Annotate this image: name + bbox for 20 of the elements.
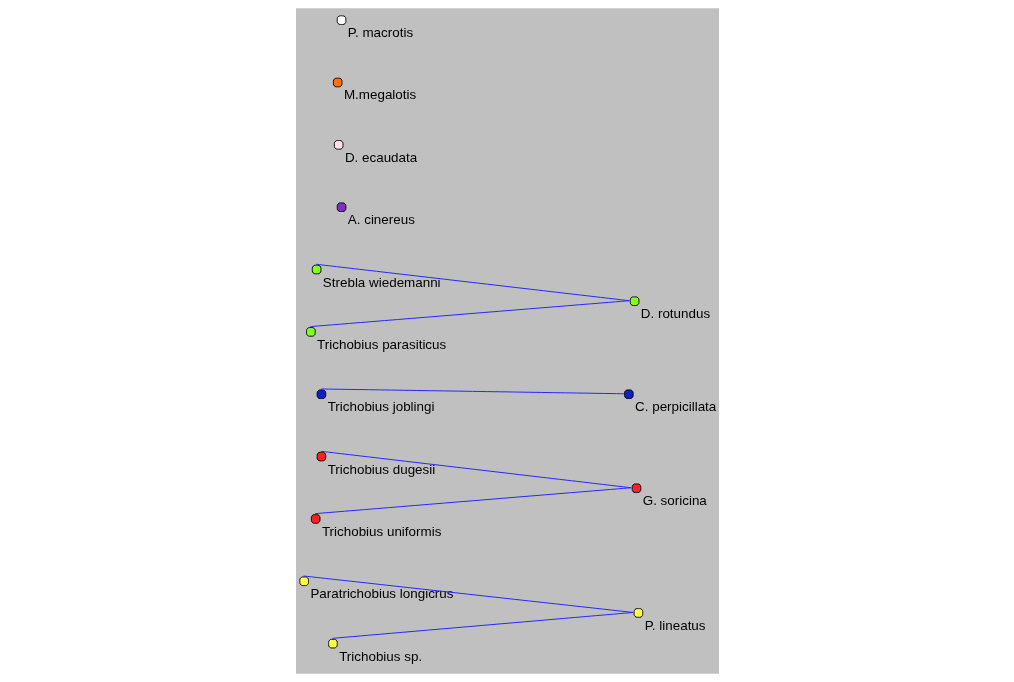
connector — [309, 300, 630, 328]
node-label: A. cinereus — [347, 212, 415, 228]
node-label: D. ecaudata — [344, 149, 417, 165]
node-label: Trichobius dugesii — [327, 461, 435, 477]
node-label: Paratrichobius longicrus — [309, 586, 453, 602]
node-label: M.megalotis — [343, 87, 416, 103]
node-label: Strebla wiedemanni — [322, 274, 441, 290]
node-label: Trichobius sp. — [338, 648, 422, 664]
node-label: Trichobius parasiticus — [316, 336, 446, 352]
connector — [319, 388, 624, 395]
node-label: Trichobius uniformis — [321, 523, 441, 539]
node-label: P. macrotis — [347, 25, 413, 41]
node-label: P. lineatus — [644, 617, 706, 633]
connector — [302, 575, 634, 613]
connector — [331, 611, 634, 639]
node-label: Trichobius joblingi — [327, 399, 434, 415]
node-label: C. perpicillata — [634, 399, 716, 415]
connector — [314, 487, 632, 515]
node-label: G. soricina — [642, 493, 707, 509]
node-label: D. rotundus — [640, 306, 710, 322]
